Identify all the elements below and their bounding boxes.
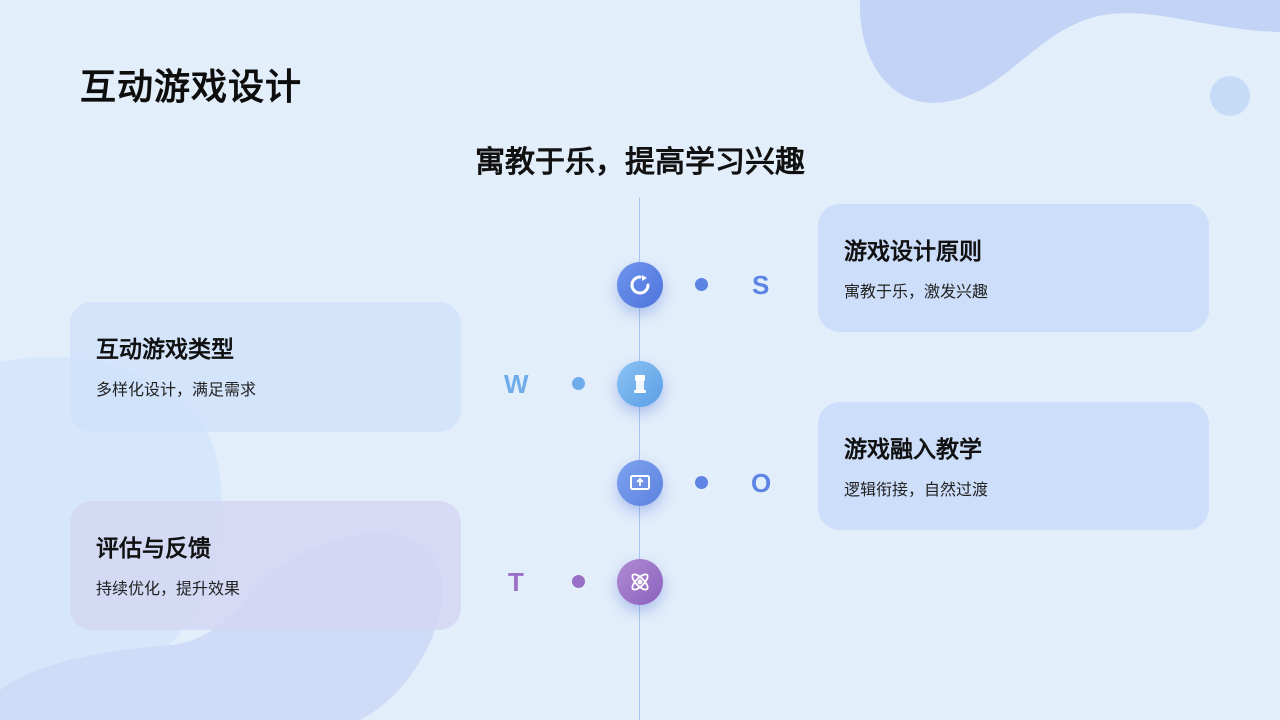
card-heading: 游戏设计原则 <box>844 239 982 265</box>
page-title: 互动游戏设计 <box>80 67 303 108</box>
screen-upload-icon <box>617 460 663 506</box>
chess-piece-icon <box>617 361 663 407</box>
card-heading: 互动游戏类型 <box>96 337 234 363</box>
timeline-axis <box>639 198 640 720</box>
connector-dot <box>695 476 708 489</box>
card-heading: 游戏融入教学 <box>844 437 982 463</box>
connector-dot <box>695 278 708 291</box>
card-description: 持续优化，提升效果 <box>96 579 241 598</box>
swot-letter-s: S <box>752 270 770 300</box>
card-strength: 游戏设计原则 寓教于乐，激发兴趣 <box>818 204 1209 332</box>
card-description: 寓教于乐，激发兴趣 <box>844 282 989 301</box>
connector-dot <box>572 377 585 390</box>
page-subtitle: 寓教于乐，提高学习兴趣 <box>475 145 805 180</box>
card-opportunity: 游戏融入教学 逻辑衔接，自然过渡 <box>818 402 1209 530</box>
refresh-icon <box>617 262 663 308</box>
card-threat: 评估与反馈 持续优化，提升效果 <box>70 501 461 630</box>
card-weakness: 互动游戏类型 多样化设计，满足需求 <box>70 302 461 432</box>
swot-letter-t: T <box>508 567 524 597</box>
card-description: 逻辑衔接，自然过渡 <box>844 480 989 499</box>
connector-dot <box>572 575 585 588</box>
card-description: 多样化设计，满足需求 <box>96 380 257 399</box>
swot-letter-o: O <box>751 468 772 498</box>
swot-letter-w: W <box>504 369 529 399</box>
card-heading: 评估与反馈 <box>96 536 211 562</box>
atom-icon <box>617 559 663 605</box>
